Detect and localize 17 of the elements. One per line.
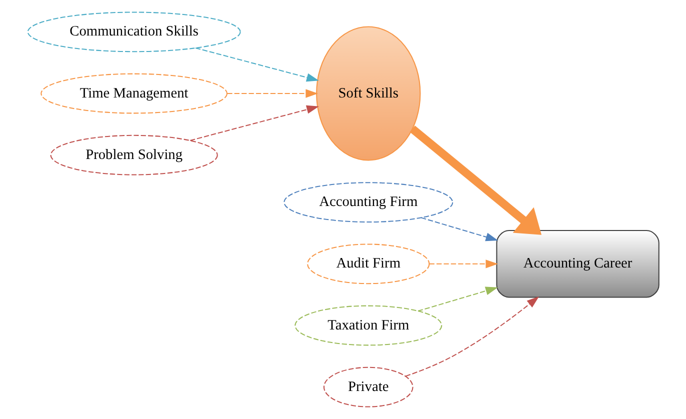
arrow [226, 89, 318, 98]
node-ellipse: Time Management [40, 73, 227, 114]
arrow [417, 286, 498, 312]
node-ellipse: Soft Skills [316, 26, 420, 161]
arrow [404, 296, 539, 377]
node-ellipse: Taxation Firm [294, 305, 442, 346]
arrow [420, 217, 498, 242]
arrow [190, 105, 318, 141]
node-ellipse: Audit Firm [306, 244, 430, 284]
node-ellipse: Communication Skills [26, 12, 240, 52]
arrow [409, 126, 542, 235]
node-ellipse: Private [322, 366, 413, 408]
node-box: Accounting Career [496, 230, 659, 298]
arrow [194, 47, 318, 82]
arrow [428, 260, 498, 268]
node-ellipse: Accounting Firm [283, 182, 453, 223]
node-ellipse: Problem Solving [50, 134, 218, 176]
